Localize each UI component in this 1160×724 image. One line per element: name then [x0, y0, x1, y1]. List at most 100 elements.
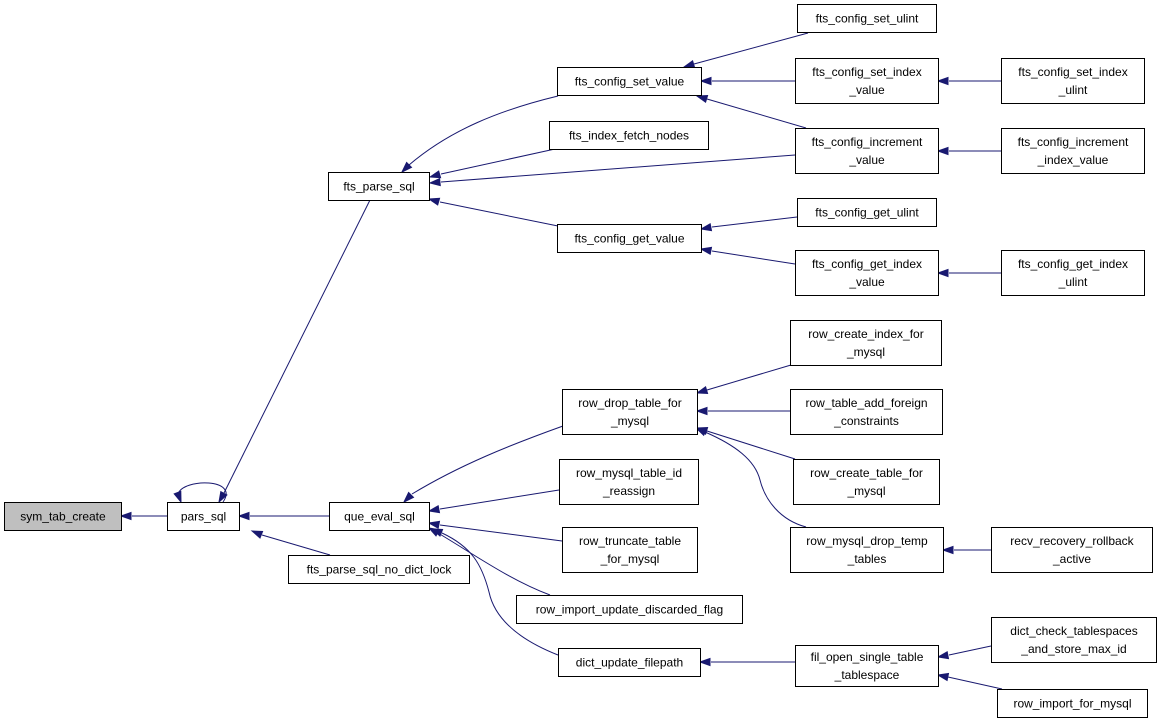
node-box[interactable] — [562, 527, 698, 573]
arrowhead-icon — [237, 511, 250, 521]
edge-line — [711, 216, 798, 228]
edge-line — [440, 148, 556, 175]
node-pars_sql[interactable]: pars_sql — [167, 502, 240, 531]
node-fts_config_increment_value[interactable]: fts_config_increment_value — [795, 128, 939, 174]
edge-line — [408, 95, 559, 166]
node-label: pars_sql — [181, 510, 226, 524]
edge-line — [706, 364, 792, 391]
node-row_table_add_foreign_constraints[interactable]: row_table_add_foreign_constraints — [790, 389, 943, 435]
node-box[interactable] — [793, 459, 940, 505]
node-label: sym_tab_create — [20, 510, 106, 524]
node-fts_config_get_ulint[interactable]: fts_config_get_ulint — [797, 198, 937, 227]
arrowhead-icon — [218, 490, 228, 504]
node-box[interactable] — [562, 389, 698, 435]
node-box[interactable] — [549, 121, 709, 150]
node-box[interactable] — [790, 320, 942, 366]
node-row_create_table_for_mysql[interactable]: row_create_table_for_mysql — [793, 459, 940, 505]
node-row_mysql_drop_temp_tables[interactable]: row_mysql_drop_temp_tables — [790, 527, 944, 573]
node-box[interactable] — [997, 689, 1148, 718]
arrowhead-icon — [699, 223, 713, 232]
node-box[interactable] — [797, 198, 937, 227]
node-label: dict_update_filepath — [576, 656, 683, 670]
node-box[interactable] — [557, 67, 702, 96]
node-fts_config_get_index_ulint[interactable]: fts_config_get_index_ulint — [1001, 250, 1145, 296]
node-label: row_mysql_drop_temp — [806, 534, 928, 548]
node-fts_config_get_index_value[interactable]: fts_config_get_index_value — [795, 250, 939, 296]
edge-line — [439, 201, 559, 227]
node-box[interactable] — [516, 595, 743, 624]
node-box[interactable] — [559, 459, 699, 505]
node-box[interactable] — [557, 224, 702, 253]
node-label: fts_config_get_ulint — [815, 206, 919, 220]
edge-line — [948, 645, 992, 656]
node-box[interactable] — [1001, 250, 1145, 296]
node-box[interactable] — [167, 502, 240, 531]
node-box[interactable] — [797, 4, 937, 33]
node-fts_config_increment_index_value[interactable]: fts_config_increment_index_value — [1001, 128, 1145, 174]
node-label: _value — [848, 275, 885, 289]
node-fil_open_single_table_tablespace[interactable]: fil_open_single_table_tablespace — [795, 645, 939, 687]
node-label: fts_config_set_index — [1018, 65, 1127, 79]
edge-fts_config_set_index_value-to-fts_config_set_value — [699, 76, 795, 86]
node-label: fts_config_set_index — [812, 65, 921, 79]
arrowhead-icon — [936, 146, 949, 156]
arrowhead-icon — [119, 511, 132, 521]
node-dict_check_tablespaces_and_store_max_id[interactable]: dict_check_tablespaces _and_store_max_id — [991, 617, 1157, 663]
node-label: row_import_for_mysql — [1013, 697, 1131, 711]
node-row_truncate_table_for_mysql[interactable]: row_truncate_table_for_mysql — [562, 527, 698, 573]
node-label: dict_check_tablespaces — [1010, 624, 1137, 638]
edge-fts_config_set_value-to-fts_parse_sql — [400, 95, 559, 174]
edge-fts_config_increment_index_value-to-fts_config_increment_value — [936, 146, 1001, 156]
edge-row_import_for_mysql-to-fil_open_single_table_tablespace — [936, 672, 1003, 690]
node-label: row_truncate_table — [579, 534, 681, 548]
node-fts_config_set_index_ulint[interactable]: fts_config_set_index_ulint — [1001, 58, 1145, 104]
edge-line — [706, 430, 796, 460]
node-box[interactable] — [991, 617, 1157, 663]
edge-row_mysql_table_id_reassign-to-que_eval_sql — [427, 489, 560, 514]
node-label: fts_config_increment — [812, 135, 923, 149]
node-que_eval_sql[interactable]: que_eval_sql — [329, 502, 430, 531]
edge-line — [947, 676, 1003, 690]
node-fts_parse_sql[interactable]: fts_parse_sql — [328, 172, 430, 201]
edge-row_table_add_foreign_constraints-to-row_drop_table_for_mysql — [695, 406, 790, 416]
arrowhead-icon — [428, 170, 442, 179]
node-row_mysql_table_id_reassign[interactable]: row_mysql_table_id_reassign — [559, 459, 699, 505]
node-box[interactable] — [288, 555, 470, 584]
node-box[interactable] — [991, 527, 1153, 573]
node-label: recv_recovery_rollback — [1010, 534, 1134, 548]
edge-line — [177, 482, 227, 503]
edge-row_create_table_for_mysql-to-row_drop_table_for_mysql — [695, 426, 796, 460]
edge-fts_config_set_ulint-to-fts_config_set_value — [682, 32, 809, 69]
node-box[interactable] — [795, 128, 939, 174]
node-row_import_for_mysql[interactable]: row_import_for_mysql — [997, 689, 1148, 718]
node-fts_config_set_value[interactable]: fts_config_set_value — [557, 67, 702, 96]
node-box[interactable] — [329, 502, 430, 531]
node-row_create_index_for_mysql[interactable]: row_create_index_for_mysql — [790, 320, 942, 366]
node-box[interactable] — [790, 389, 943, 435]
node-box[interactable] — [795, 58, 939, 104]
edge-recv_recovery_rollback_active-to-row_mysql_drop_temp_tables — [941, 545, 991, 555]
edge-line — [439, 489, 560, 510]
node-box[interactable] — [1001, 58, 1145, 104]
node-fts_index_fetch_nodes[interactable]: fts_index_fetch_nodes — [549, 121, 709, 150]
node-row_drop_table_for_mysql[interactable]: row_drop_table_for_mysql — [562, 389, 698, 435]
node-fts_config_get_value[interactable]: fts_config_get_value — [557, 224, 702, 253]
node-box[interactable] — [1001, 128, 1145, 174]
arrowhead-icon — [936, 651, 950, 660]
node-label: fts_config_get_value — [574, 232, 684, 246]
node-fts_config_set_index_value[interactable]: fts_config_set_index_value — [795, 58, 939, 104]
node-box[interactable] — [328, 172, 430, 201]
node-fts_parse_sql_no_dict_lock[interactable]: fts_parse_sql_no_dict_lock — [288, 555, 470, 584]
node-fts_config_set_ulint[interactable]: fts_config_set_ulint — [797, 4, 937, 33]
node-row_import_update_discarded_flag[interactable]: row_import_update_discarded_flag — [516, 595, 743, 624]
node-label: _and_store_max_id — [1020, 642, 1126, 656]
node-box[interactable] — [558, 648, 701, 677]
node-box[interactable] — [795, 645, 939, 687]
node-box[interactable] — [795, 250, 939, 296]
node-box[interactable] — [790, 527, 944, 573]
node-dict_update_filepath[interactable]: dict_update_filepath — [558, 648, 701, 677]
node-recv_recovery_rollback_active[interactable]: recv_recovery_rollback_active — [991, 527, 1153, 573]
edge-line — [437, 532, 551, 596]
node-box[interactable] — [4, 502, 122, 531]
node-sym_tab_create[interactable]: sym_tab_create — [4, 502, 122, 531]
